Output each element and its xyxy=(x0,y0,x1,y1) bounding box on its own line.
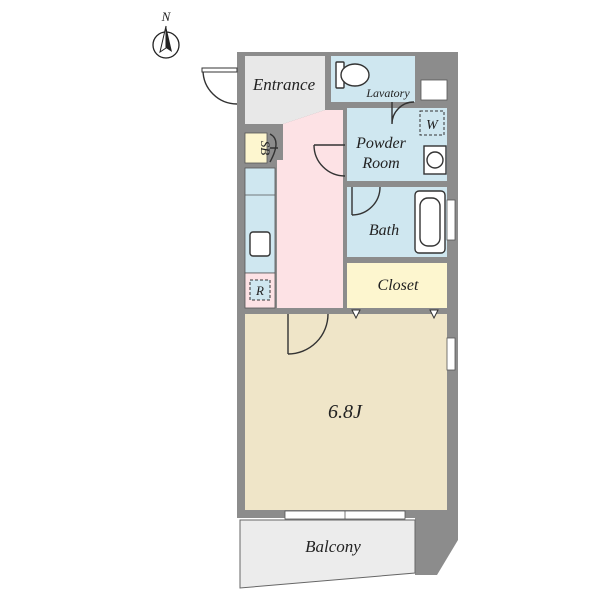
compass-north-arrow-icon xyxy=(166,26,172,52)
utility-box xyxy=(420,79,448,101)
windows xyxy=(284,199,456,520)
powder-room-door-icon xyxy=(313,144,346,177)
lavatory-door-icon xyxy=(391,101,415,125)
powder-room-label-line1: Powder xyxy=(355,135,407,152)
compass: N xyxy=(152,9,180,59)
kitchen-counter xyxy=(244,167,276,274)
main-room-label: 6.8J xyxy=(328,401,363,423)
main-room-door-icon xyxy=(287,313,329,355)
toilet-icon xyxy=(335,61,370,89)
closet-floor xyxy=(347,263,447,308)
doors xyxy=(201,67,439,355)
kitchen-floor xyxy=(277,110,343,308)
main-room-floor xyxy=(245,314,447,510)
entrance-step xyxy=(245,100,325,124)
closet-label: Closet xyxy=(378,277,419,294)
balcony-floor xyxy=(239,519,416,589)
washer-icon: W xyxy=(419,110,445,136)
kitchen-sink-icon xyxy=(249,231,271,257)
east-wall-extension xyxy=(415,518,458,575)
closet-door-left-icon xyxy=(351,309,361,320)
compass-south-arrow-icon xyxy=(159,25,167,54)
balcony-label: Balcony xyxy=(305,537,361,556)
svg-text:W: W xyxy=(426,118,439,133)
entrance-floor xyxy=(245,56,325,100)
refrigerator-icon: R xyxy=(249,279,271,301)
svg-text:R: R xyxy=(255,283,264,298)
closet-door-right-icon xyxy=(429,309,439,320)
shoe-box-label: SB xyxy=(258,141,273,156)
bathtub-icon xyxy=(414,190,446,254)
bath-door-icon xyxy=(351,186,381,216)
compass-label: N xyxy=(161,9,172,24)
shoe-box-door-icon xyxy=(269,133,278,163)
powder-room-label-line2: Room xyxy=(361,155,399,172)
sink-icon xyxy=(423,145,447,175)
entrance-label: Entrance xyxy=(252,75,316,94)
entrance-door-icon xyxy=(202,69,238,105)
bath-label: Bath xyxy=(369,222,399,239)
shoe-box xyxy=(244,132,268,164)
lavatory-label: Lavatory xyxy=(365,86,410,100)
